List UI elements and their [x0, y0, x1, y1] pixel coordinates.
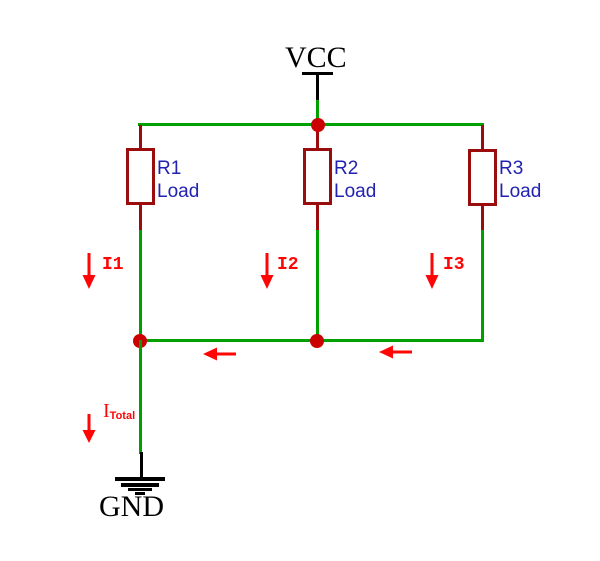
r3-bottom-lead: [481, 204, 484, 232]
current-down-arrow-i1: [82, 253, 96, 289]
ground-bar-4: [135, 492, 145, 495]
vcc-power-icon: [302, 72, 333, 75]
r2-bottom-lead: [316, 203, 319, 232]
wire-r1-drop: [139, 230, 142, 341]
r1-top-lead: [139, 125, 142, 149]
r3-top-lead: [481, 125, 484, 150]
junction-dot-bottom-mid: [310, 334, 324, 348]
resistor-r2-value: Load: [334, 181, 377, 202]
ground-bar-1: [115, 477, 165, 481]
wire-vcc-feed: [316, 100, 319, 126]
resistor-r1-label: R1 Load: [157, 157, 199, 203]
wire-r3-drop: [481, 230, 484, 341]
ground-bar-2: [121, 483, 159, 487]
resistor-r2-body: [303, 148, 332, 205]
current-down-arrow-i2: [260, 253, 274, 289]
flow-left-arrow-1: [203, 347, 236, 361]
itotal-subscript: Total: [109, 410, 136, 422]
current-down-arrow-itotal: [82, 414, 96, 443]
wire-gnd-drop: [139, 340, 142, 454]
current-down-arrow-i3: [425, 253, 439, 289]
r2-top-lead: [316, 125, 319, 149]
resistor-r2-ref: R2: [334, 158, 359, 179]
ground-bar-3: [128, 488, 152, 491]
resistor-r1-ref: R1: [157, 158, 182, 179]
resistor-r3-value: Load: [499, 181, 542, 202]
itotal-label: ITotal: [103, 400, 136, 423]
r1-bottom-lead: [139, 203, 142, 232]
resistor-r1-value: Load: [157, 181, 200, 202]
gnd-label: GND: [99, 490, 164, 523]
itotal-base: I: [103, 400, 110, 422]
resistor-r1-body: [126, 148, 155, 205]
junction-dot-top: [311, 118, 325, 132]
current-label-i1: I1: [102, 255, 124, 275]
wire-r2-drop: [316, 230, 319, 341]
resistor-r3-label: R3 Load: [499, 157, 541, 203]
vcc-label: VCC: [285, 41, 347, 74]
resistor-r2-label: R2 Load: [334, 157, 376, 203]
resistor-r3-body: [468, 149, 497, 206]
vcc-stub-wire: [316, 74, 319, 102]
current-label-i3: I3: [443, 255, 465, 275]
gnd-stub-wire: [140, 452, 143, 478]
flow-left-arrow-2: [379, 345, 412, 359]
current-label-i2: I2: [277, 255, 299, 275]
resistor-r3-ref: R3: [499, 158, 524, 179]
